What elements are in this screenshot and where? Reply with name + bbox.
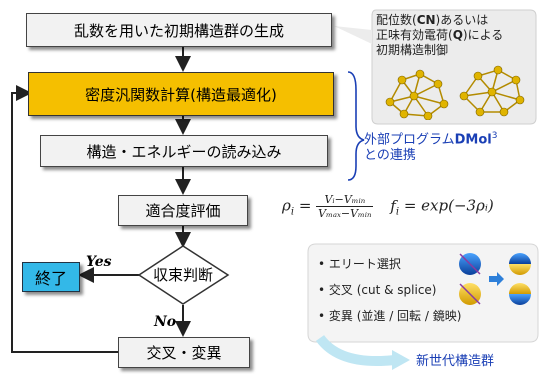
step-crossover-mutation: 交叉・変異 (118, 337, 250, 368)
step-read-structure-energy: 構造・エネルギーの読み込み (40, 135, 328, 167)
end-label: 終了 (34, 269, 67, 288)
decision-convergence: 収束判断 (139, 264, 227, 285)
step-fitness-evaluation: 適合度評価 (118, 195, 248, 226)
step-generate-initial-structures: 乱数を用いた初期構造群の生成 (26, 13, 332, 47)
genetic-operations-list: • エリート選択 • 交叉 (cut & splice) • 変異 (並進 / … (318, 251, 461, 329)
new-generation-label: 新世代構造群 (416, 354, 495, 369)
external-program-text: 外部プログラムDMol3 との連携 (364, 131, 498, 164)
list-item-elite: • エリート選択 (318, 257, 401, 271)
crossover-spheres-icon (459, 253, 531, 305)
list-item-crossover: • 交叉 (cut & splice) (318, 283, 437, 297)
callout-text: 配位数(CN)あるいは 正味有効電荷(Q)による 初期構造制御 (376, 13, 504, 57)
step-crossover-label: 交叉・変異 (146, 344, 222, 362)
decision-label: 収束判断 (152, 266, 213, 284)
step-generate-label: 乱数を用いた初期構造群の生成 (73, 21, 284, 40)
list-item-mutation: • 変異 (並進 / 回転 / 鏡映) (318, 309, 462, 323)
step-dft-label: 密度汎関数計算(構造最適化) (85, 85, 277, 104)
cluster-structures-image (385, 65, 525, 120)
step-read-label: 構造・エネルギーの読み込み (86, 142, 282, 161)
step-fitness-label: 適合度評価 (145, 202, 221, 220)
yes-label: Yes (86, 254, 112, 270)
end-box: 終了 (22, 262, 80, 292)
no-label: No (154, 314, 177, 330)
step-dft-calculation: 密度汎関数計算(構造最適化) (28, 72, 334, 116)
